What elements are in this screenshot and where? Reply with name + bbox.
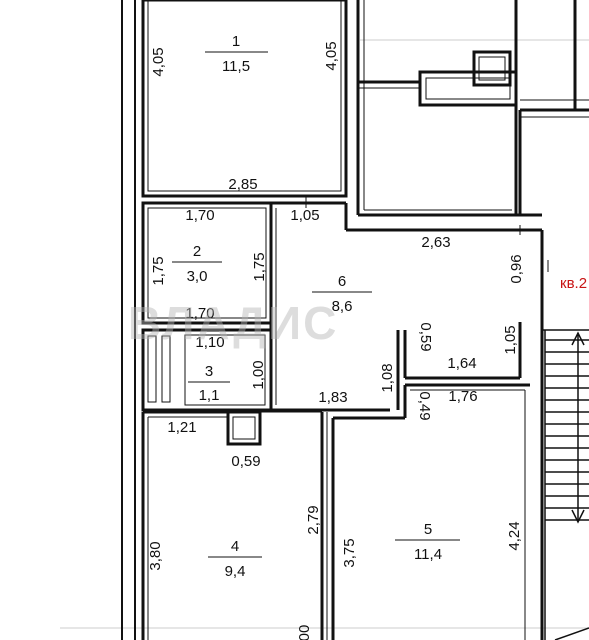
room-2-area: 3,0 [187, 268, 208, 285]
room-4-area: 9,4 [225, 563, 246, 580]
room-5-area: 11,4 [414, 546, 442, 563]
dim-r4-left: 3,80 [147, 541, 164, 570]
dim-r6-door: 1,08 [379, 363, 396, 392]
room-1 [141, 0, 348, 198]
room-5 [331, 416, 405, 640]
dim-r1-right: 4,05 [323, 41, 340, 70]
dim-r4-right: 2,79 [305, 505, 322, 534]
staircase [542, 329, 589, 640]
dim-r3-right: 1,00 [250, 360, 267, 389]
room-4-number: 4 [231, 538, 239, 555]
dim-r6-inner: 0,59 [417, 322, 434, 351]
apartment-label: кв.2 [560, 275, 587, 292]
dim-r4-niche: 0,59 [231, 453, 260, 470]
dim-r6-top-left: 1,05 [290, 207, 319, 224]
dim-r4-top: 1,21 [167, 419, 196, 436]
room-4 [141, 410, 328, 640]
room-1-number: 1 [232, 33, 240, 50]
dim-r6-top: 2,63 [421, 234, 450, 251]
dim-r2-top: 1,70 [185, 207, 214, 224]
dim-r6-right: 1,05 [502, 325, 519, 354]
dim-r2-left: 1,75 [150, 256, 167, 285]
dim-r5-small: 0,49 [416, 391, 433, 420]
dim-r2-right: 1,75 [251, 252, 268, 281]
dim-r6-bottom: 1,83 [318, 389, 347, 406]
room-5-number: 5 [424, 521, 432, 538]
room-1-area: 11,5 [222, 58, 250, 75]
dim-bottom-partial: 00 [296, 625, 313, 640]
room-3-number: 3 [205, 363, 213, 380]
dim-r6-right-top: 0,96 [508, 254, 525, 283]
room-2-number: 2 [193, 243, 201, 260]
room-6-area: 8,6 [332, 298, 353, 315]
dim-r5-right: 4,24 [506, 521, 523, 550]
dim-r5-top: 1,76 [448, 388, 477, 405]
upper-right-block [356, 0, 589, 217]
watermark: ВЛАДИС [128, 297, 339, 349]
dim-r3-top: 1,10 [195, 334, 224, 351]
room-6-number: 6 [338, 273, 346, 290]
dim-r2-bottom: 1,70 [185, 305, 214, 322]
dim-r5-left: 3,75 [341, 538, 358, 567]
dim-r1-bottom: 2,85 [228, 176, 257, 193]
dim-r6-step: 1,64 [447, 355, 476, 372]
room-3-area: 1,1 [199, 387, 220, 404]
dim-r1-left: 4,05 [150, 47, 167, 76]
